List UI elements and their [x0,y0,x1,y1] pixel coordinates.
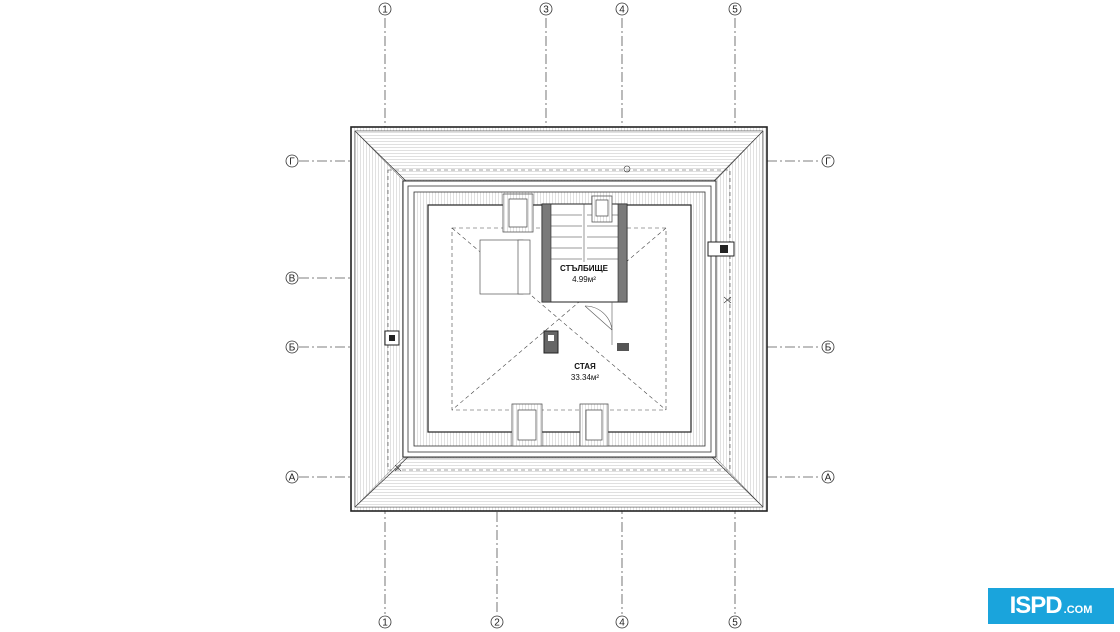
axis-markers-top [378,2,742,16]
stair-label: СТЪЛБИЩЕ [560,264,609,273]
axis-left-a-label: А [289,473,296,484]
room-label: СТАЯ [574,362,596,371]
axis-top-4-label: 4 [619,5,625,16]
axis-left-v-label: В [289,274,296,285]
axis-markers-bottom [378,615,742,629]
axis-bottom-2-label: 2 [494,618,500,629]
axis-markers-right [821,154,835,484]
skylights [502,193,613,447]
axis-top-5-label: 5 [732,5,738,16]
axis-top-4-bubble [615,2,629,16]
axis-right-a-label: А [825,473,832,484]
axis-bottom-5-label: 5 [732,618,738,629]
axis-top-3-label: 3 [543,5,549,16]
axis-right-g-label: Г [825,157,831,168]
axis-markers-left [285,154,299,484]
axis-bottom-4-label: 4 [619,618,625,629]
room-area: 33.34м² [571,373,600,382]
axis-top-3-bubble [539,2,553,16]
axis-top-1-label: 1 [382,5,388,16]
axis-left-g-label: Г [289,157,295,168]
ispd-logo: ISPD .COM [988,588,1114,624]
axis-bottom-1-label: 1 [382,618,388,629]
logo-suffix: .COM [1063,604,1093,616]
axis-left-b-label: Б [289,343,296,354]
logo-mark: ISPD [1009,592,1063,619]
columns [384,241,735,354]
axis-top-1-bubble [378,2,392,16]
stair-block [541,203,628,303]
axis-top-5-bubble [728,2,742,16]
roof-slope-bottom [354,457,764,508]
roof-slope-top [354,130,764,181]
stair-area: 4.99м² [572,275,596,284]
axis-right-b-label: Б [825,343,832,354]
outer-wall-inner [407,185,712,453]
